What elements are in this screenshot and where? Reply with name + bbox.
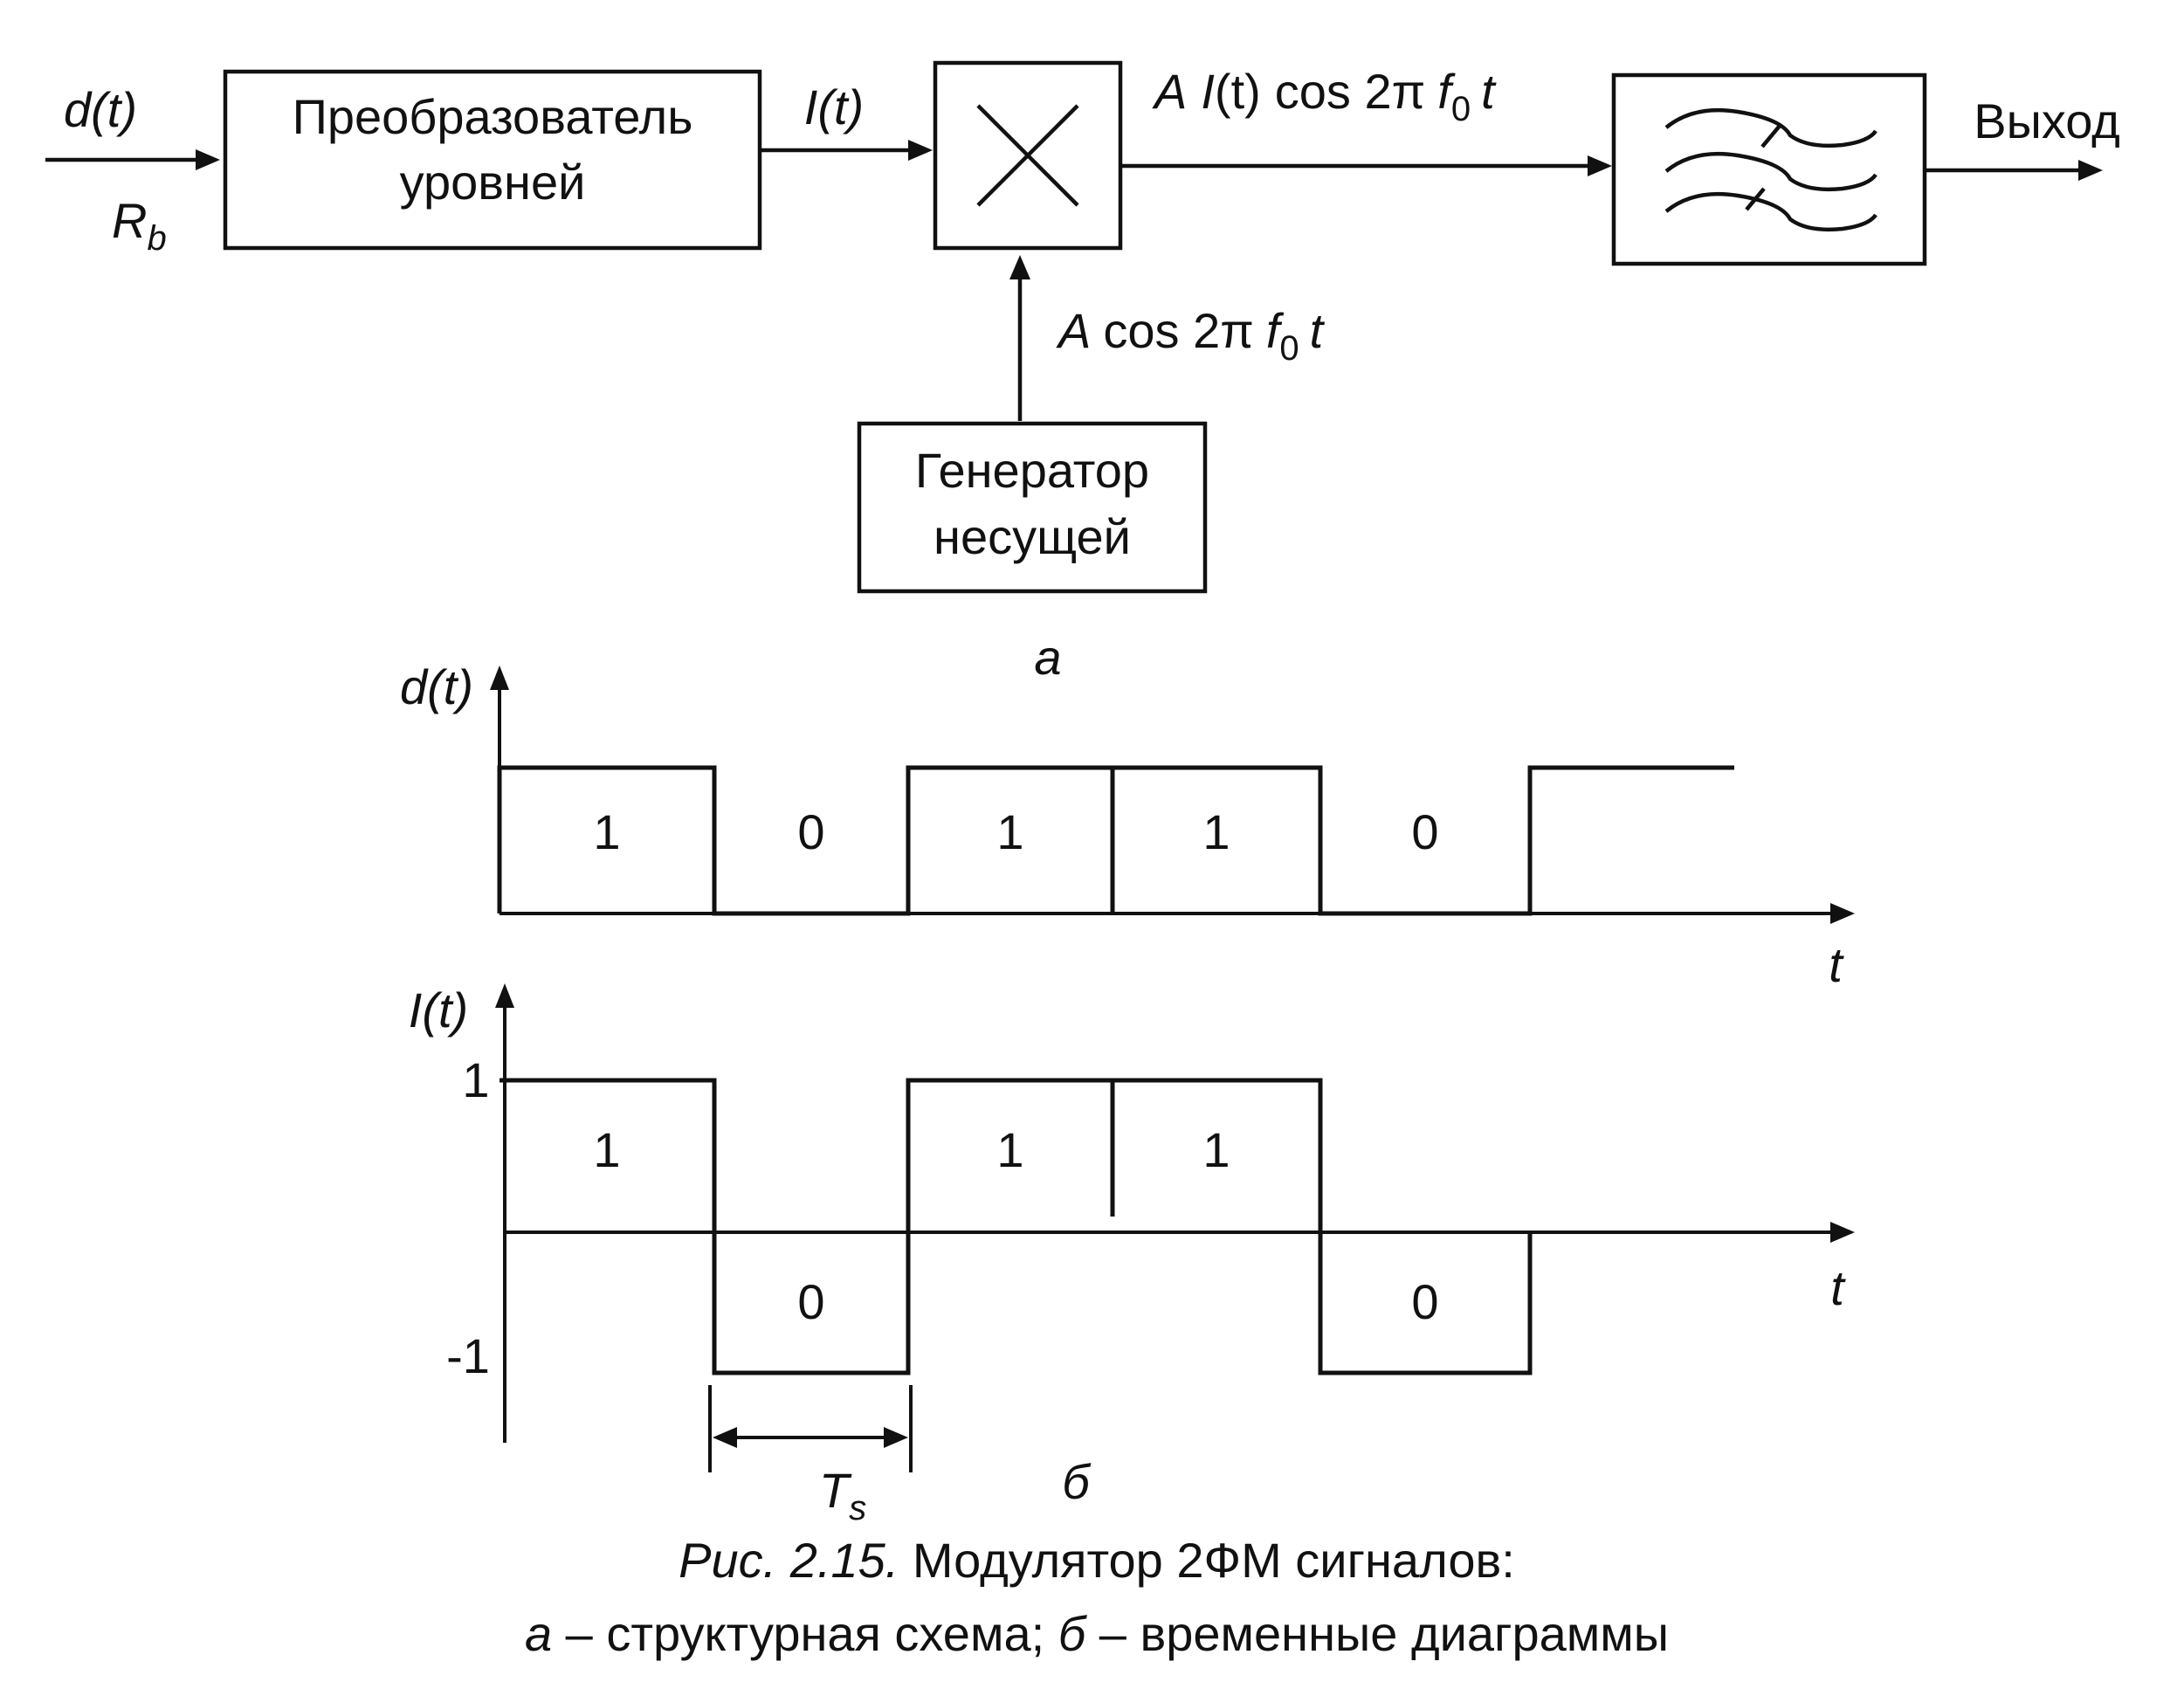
bandpass-filter-icon bbox=[1664, 107, 1877, 232]
input-arrow-head bbox=[196, 149, 220, 170]
period-arrow-left bbox=[713, 1427, 737, 1448]
i-signal-waveform bbox=[499, 1078, 1533, 1375]
i-axis-label: I(t) bbox=[409, 982, 468, 1038]
mixer-output-arrow-head bbox=[1588, 155, 1612, 176]
d-bit-label-4: 0 bbox=[1411, 804, 1438, 859]
converter-output-arrow-head bbox=[908, 140, 933, 161]
mixer-block bbox=[933, 60, 1123, 251]
d-t-label: t bbox=[1829, 937, 1844, 992]
i-bit-label-3: 1 bbox=[1202, 1122, 1230, 1177]
timing-diagrams: d(t) t 1 0 1 1 0 I(t) t 1 -1 1 0 1 1 0 Ts б bbox=[400, 659, 1855, 1527]
output-label: Выход bbox=[1974, 93, 2120, 148]
converter-output-label: I(t) bbox=[804, 79, 864, 134]
d-t-axis-arrow bbox=[1830, 903, 1855, 924]
caption-line2: а – структурная схема; б – временные диа… bbox=[525, 1606, 1669, 1661]
generator-label-line1: Генератор bbox=[915, 443, 1149, 498]
d-y-axis-arrow bbox=[490, 665, 509, 690]
i-y-axis-arrow bbox=[495, 983, 514, 1008]
i-bit-label-2: 1 bbox=[996, 1122, 1023, 1177]
level-plus-one-label: 1 bbox=[462, 1052, 489, 1107]
period-label: Ts bbox=[819, 1463, 866, 1527]
d-bit-labels: 1 0 1 1 0 bbox=[593, 804, 1438, 859]
d-bit-label-3: 1 bbox=[1202, 804, 1230, 859]
caption-line1: Рис. 2.15. Модулятор 2ФМ сигналов: bbox=[679, 1533, 1515, 1588]
generator-label-line2: несущей bbox=[934, 509, 1131, 564]
level-converter-block bbox=[223, 69, 762, 251]
i-bit-label-0: 1 bbox=[593, 1122, 620, 1177]
d-bit-label-0: 1 bbox=[593, 804, 620, 859]
part-a-label: а bbox=[1034, 630, 1061, 685]
i-t-axis-arrow bbox=[1830, 1222, 1855, 1243]
level-minus-one-label: -1 bbox=[446, 1328, 490, 1383]
part-b-label: б bbox=[1062, 1454, 1092, 1509]
i-bit-label-1: 0 bbox=[797, 1274, 824, 1329]
d-bit-label-2: 1 bbox=[996, 804, 1023, 859]
i-bit-labels: 1 0 1 1 0 bbox=[593, 1122, 1438, 1329]
i-bit-label-4: 0 bbox=[1411, 1274, 1438, 1329]
bandpass-filter-block bbox=[1611, 72, 1927, 266]
input-rate-label: Rb bbox=[112, 193, 167, 258]
converter-label-line1: Преобразователь bbox=[293, 89, 693, 144]
period-arrow-right bbox=[884, 1427, 908, 1448]
carrier-arrow-head bbox=[1009, 255, 1030, 279]
converter-label-line2: уровней bbox=[400, 155, 586, 210]
d-bit-label-1: 0 bbox=[797, 804, 824, 859]
output-arrow-head bbox=[2078, 160, 2103, 181]
d-axis-label: d(t) bbox=[400, 659, 473, 714]
input-signal-label: d(t) bbox=[64, 82, 137, 137]
multiply-icon-stroke bbox=[976, 104, 1079, 207]
i-t-label: t bbox=[1830, 1260, 1846, 1315]
carrier-generator-block bbox=[857, 421, 1208, 594]
d-signal-waveform bbox=[497, 765, 1734, 916]
